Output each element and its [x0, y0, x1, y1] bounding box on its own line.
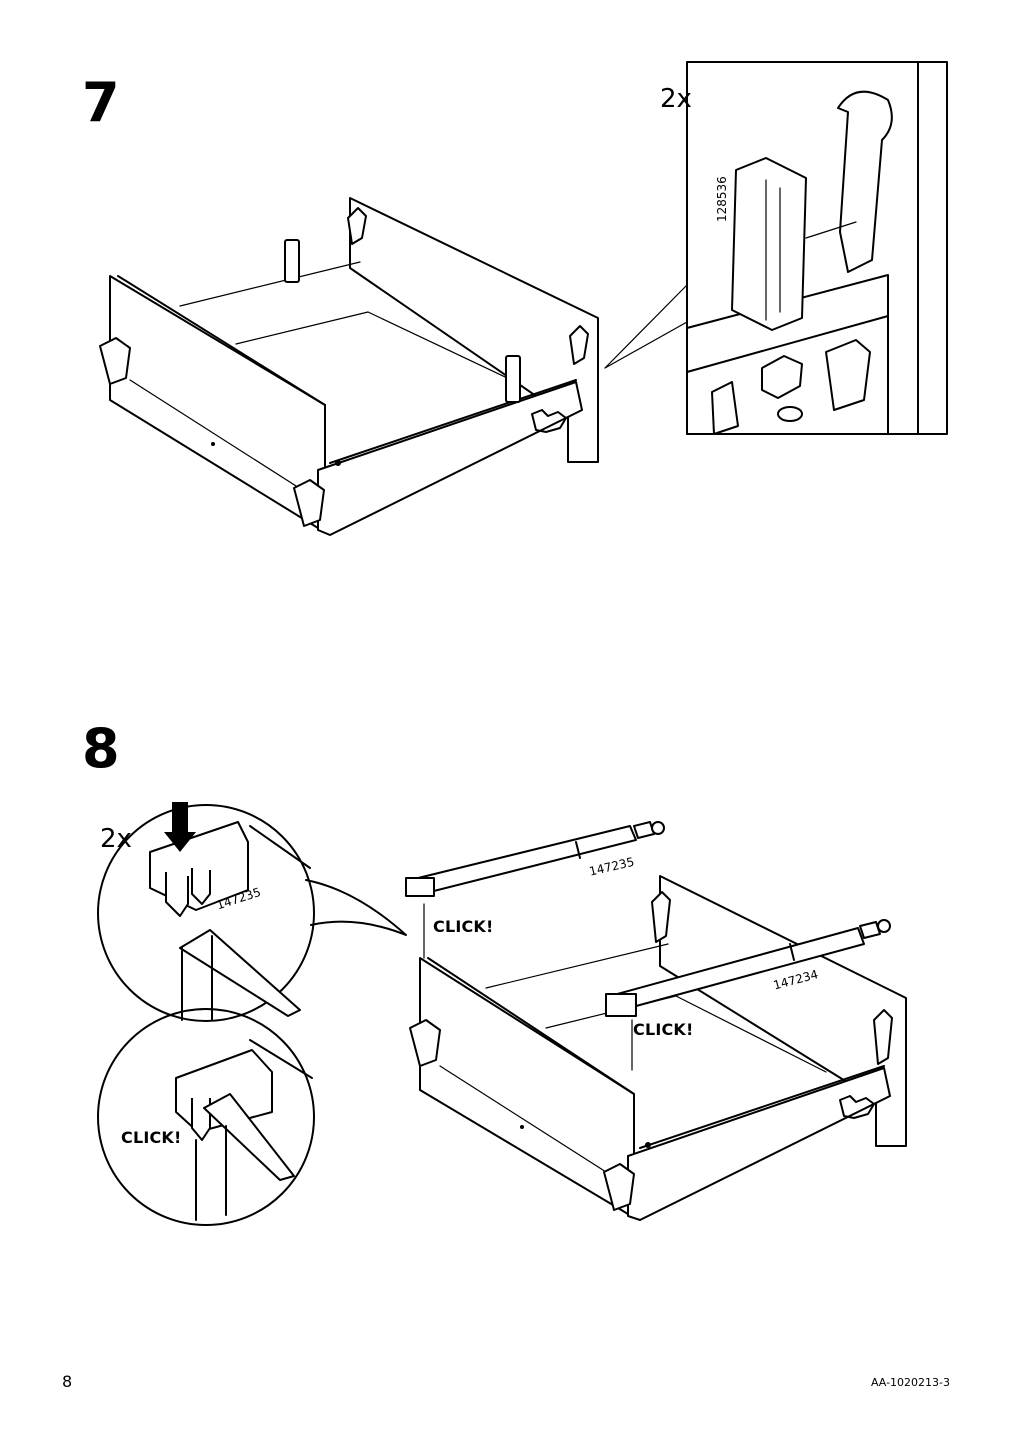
click-label-right: CLICK!	[633, 1020, 694, 1039]
step8-detail-circle-bottom	[97, 1008, 315, 1226]
step-7-quantity: 2x	[660, 84, 692, 114]
step-7-number: 7	[82, 71, 120, 134]
step8-drawer-drawing	[405, 821, 907, 1221]
step7-drawer-drawing	[99, 197, 599, 536]
click-label-top: CLICK!	[433, 917, 494, 936]
page-number: 8	[62, 1372, 73, 1391]
step7-detail-box	[686, 61, 948, 435]
step8-detail-circle-top	[97, 802, 407, 1022]
click-label-detail: CLICK!	[121, 1128, 182, 1147]
step-8-number: 8	[82, 717, 120, 780]
step-7-part-number: 128536	[715, 176, 729, 222]
step-8-quantity: 2x	[100, 824, 132, 854]
document-code: AA-1020213-3	[870, 1376, 950, 1389]
